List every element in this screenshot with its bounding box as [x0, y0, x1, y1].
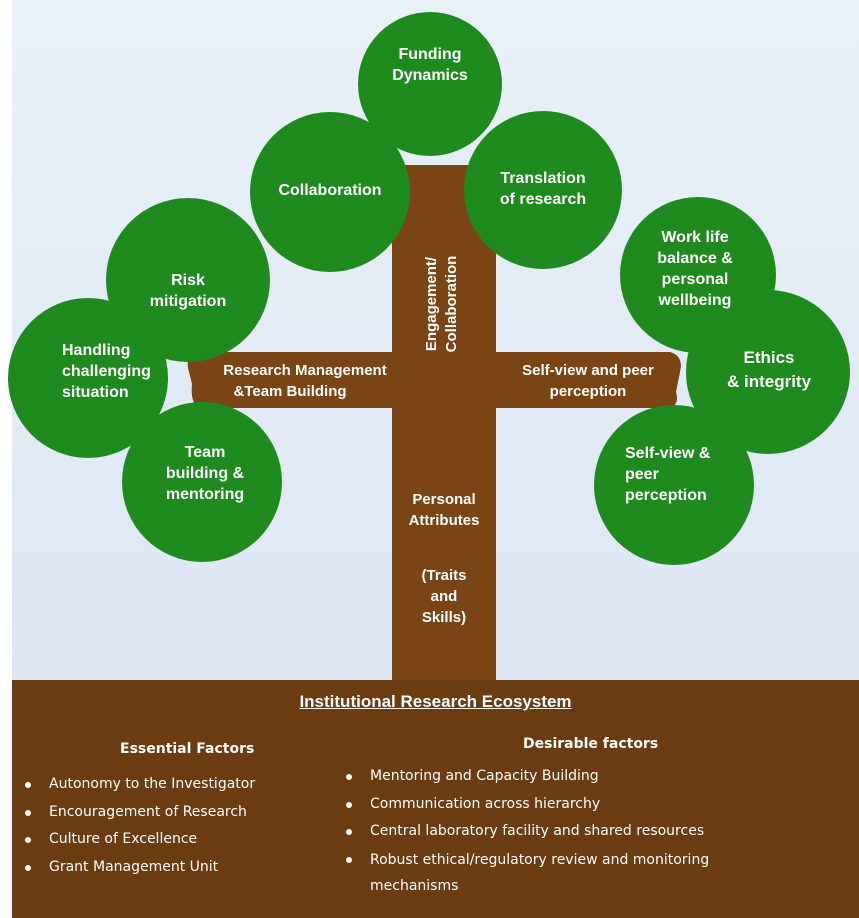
- bullet-icon: [346, 801, 352, 808]
- tree-diagram: [8, 12, 850, 680]
- right-branch: [496, 352, 681, 408]
- bullet-icon: [25, 809, 31, 816]
- bullet-icon: [346, 856, 352, 863]
- leaf-collaboration: [250, 112, 410, 272]
- desirable-heading: Desirable factors: [523, 736, 659, 752]
- bullet-icon: [25, 782, 31, 788]
- leaf-funding: [358, 12, 502, 156]
- ecosystem-title: Institutional Research Ecosystem: [299, 692, 572, 711]
- essential-list: Autonomy to the Investigator Encourageme…: [20, 771, 255, 881]
- bullet-icon: [346, 774, 352, 780]
- list-item: Grant Management Unit: [20, 854, 255, 882]
- leaf-risk: [106, 198, 270, 362]
- desirable-list: Mentoring and Capacity Building Communic…: [341, 763, 791, 899]
- leaf-self-view: [594, 405, 754, 565]
- trunk: [392, 165, 496, 680]
- leaf-ethics: [686, 290, 850, 454]
- ethics-label: Ethics& integrity: [726, 348, 812, 391]
- list-item: Encouragement of Research: [20, 799, 255, 827]
- bullet-icon: [25, 864, 31, 871]
- list-item: Mentoring and Capacity Building: [341, 763, 791, 791]
- list-item: Robust ethical/regulatory review and mon…: [341, 846, 791, 899]
- list-item: Culture of Excellence: [20, 826, 255, 854]
- leaf-handling: [8, 298, 168, 458]
- list-item: Autonomy to the Investigator: [20, 771, 255, 799]
- ground-panel: [12, 680, 859, 918]
- left-branch: [187, 352, 392, 408]
- essential-heading: Essential Factors: [120, 741, 255, 757]
- leaf-team: [122, 402, 282, 562]
- bullet-icon: [346, 829, 352, 835]
- list-item: Communication across hierarchy: [341, 791, 791, 819]
- left-branch-label: Research Management&Team Building: [223, 362, 387, 400]
- leaf-translation: [464, 111, 622, 269]
- collaboration-label: Collaboration: [278, 182, 382, 199]
- engagement-label: Engagement/Collaboration: [423, 255, 460, 353]
- list-item: Central laboratory facility and shared r…: [341, 818, 791, 846]
- bullet-icon: [25, 837, 31, 843]
